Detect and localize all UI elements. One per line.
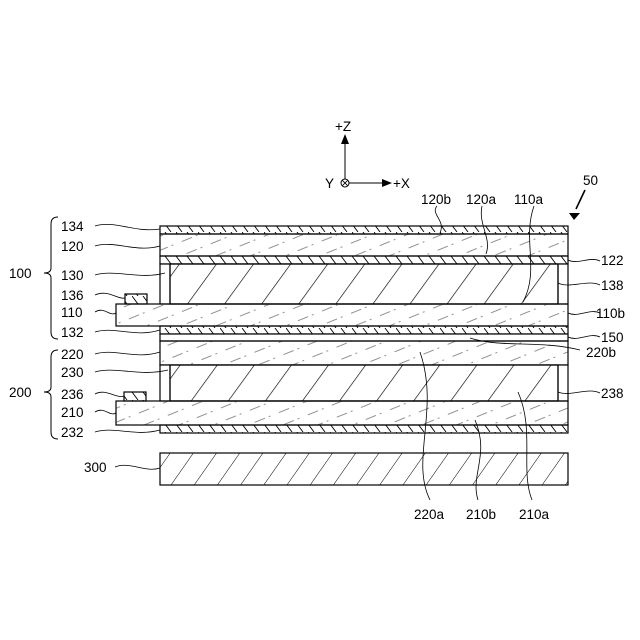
layer-210-substrate <box>116 401 568 425</box>
label-132: 132 <box>61 325 84 340</box>
label-50: 50 <box>583 173 598 188</box>
label-150: 150 <box>601 330 624 345</box>
label-220: 220 <box>61 347 84 362</box>
arrow-50-icon <box>569 213 580 220</box>
bracket-200 <box>44 350 58 439</box>
y-into-page-icon <box>341 179 349 187</box>
label-210b: 210b <box>466 507 496 522</box>
layer-stack <box>116 226 568 485</box>
axis-x-label: +X <box>393 176 410 191</box>
group-brackets <box>44 217 58 439</box>
label-100: 100 <box>9 266 32 281</box>
label-230: 230 <box>61 365 84 380</box>
label-120: 120 <box>61 239 84 254</box>
label-300: 300 <box>84 460 107 475</box>
label-120a: 120a <box>466 192 497 207</box>
assembly-50-arrow <box>569 190 585 220</box>
label-110b: 110b <box>596 306 625 321</box>
layer-300-backlight <box>160 453 568 485</box>
layer-122-film <box>160 256 568 264</box>
label-232: 232 <box>61 425 84 440</box>
label-220b: 220b <box>586 345 616 360</box>
layer-134-upper-film <box>160 226 568 234</box>
label-200: 200 <box>9 385 32 400</box>
layer-120-upper-substrate <box>160 234 568 256</box>
x-arrowhead-icon <box>382 179 392 187</box>
layer-132-film <box>160 326 568 334</box>
label-130: 130 <box>61 268 84 283</box>
label-134: 134 <box>61 219 84 234</box>
label-210a: 210a <box>519 507 550 522</box>
label-220a: 220a <box>414 507 445 522</box>
label-122: 122 <box>601 253 624 268</box>
label-138: 138 <box>601 278 624 293</box>
z-arrowhead-icon <box>341 134 349 144</box>
axis-indicator: +Z Y +X <box>325 119 410 191</box>
label-136: 136 <box>61 288 84 303</box>
label-236: 236 <box>61 387 84 402</box>
label-110a: 110a <box>514 192 544 207</box>
label-110: 110 <box>61 305 83 320</box>
label-210: 210 <box>61 405 84 420</box>
terminal-236 <box>124 392 146 401</box>
label-238: 238 <box>601 386 624 401</box>
layer-230-liquid-crystal <box>170 365 558 401</box>
bracket-100 <box>44 217 58 339</box>
axis-y-label: Y <box>325 176 334 191</box>
layer-130-liquid-crystal <box>170 264 558 304</box>
layer-220-substrate <box>160 341 568 365</box>
axis-z-label: +Z <box>335 119 351 134</box>
layer-232-film <box>160 425 568 433</box>
label-120b: 120b <box>421 192 451 207</box>
layer-150-adhesive <box>160 334 568 341</box>
layer-110-substrate <box>116 304 568 326</box>
terminal-136 <box>125 294 147 304</box>
